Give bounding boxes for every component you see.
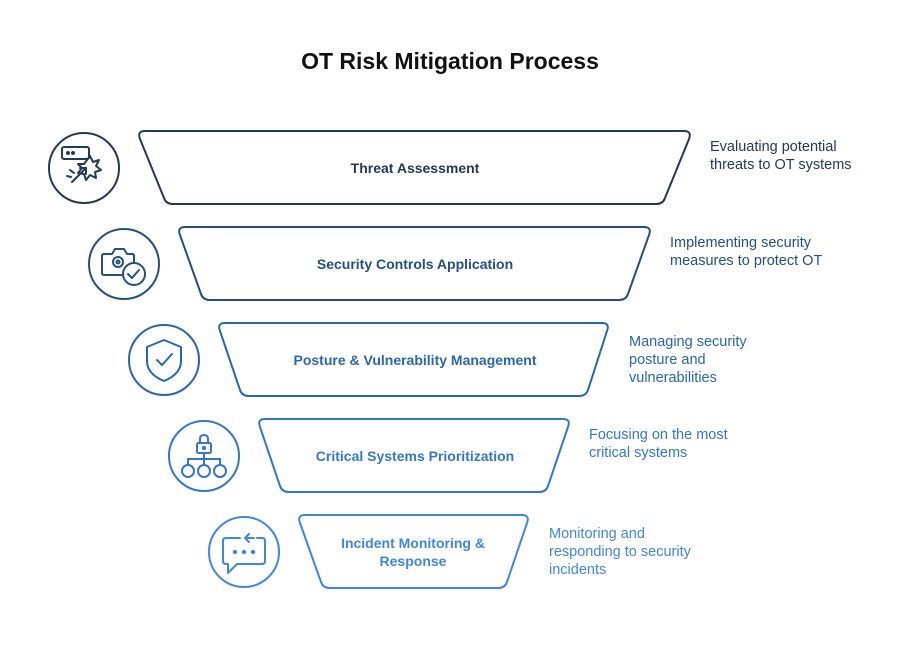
funnel-level-shape bbox=[178, 226, 651, 301]
network-threat-icon bbox=[61, 146, 102, 183]
diagram-title: OT Risk Mitigation Process bbox=[301, 48, 599, 74]
level-description: Managing security posture and vulnerabil… bbox=[629, 334, 747, 386]
funnel-level-label: Critical Systems Prioritization bbox=[316, 448, 514, 464]
funnel-level-4: Critical Systems Prioritization bbox=[168, 418, 570, 493]
funnel-level-shape bbox=[218, 322, 609, 397]
camera-check-icon bbox=[101, 248, 146, 286]
shield-check-icon-circle bbox=[128, 324, 200, 396]
funnel-level-label: Security Controls Application bbox=[317, 256, 513, 272]
funnel-level-1: Threat Assessment bbox=[48, 130, 691, 205]
chat-refresh-icon bbox=[222, 533, 266, 574]
funnel-level-label: Posture & Vulnerability Management bbox=[294, 352, 537, 368]
funnel-level-5: Incident Monitoring &Response bbox=[208, 514, 529, 589]
hierarchy-lock-icon-circle bbox=[168, 420, 240, 492]
funnel-level-label: Incident Monitoring &Response bbox=[341, 535, 485, 569]
level-description: Focusing on the most critical systems bbox=[589, 427, 728, 461]
funnel-level-shape bbox=[258, 418, 570, 493]
camera-check-icon-circle bbox=[88, 228, 160, 300]
level-description: Monitoring and responding to security in… bbox=[549, 526, 691, 578]
network-threat-icon-circle bbox=[48, 132, 120, 204]
funnel-level-label: Threat Assessment bbox=[351, 160, 480, 176]
funnel-level-shape bbox=[138, 130, 691, 205]
funnel-level-shape bbox=[298, 514, 529, 589]
funnel-level-2: Security Controls Application bbox=[88, 226, 651, 301]
level-description: Implementing security measures to protec… bbox=[670, 235, 823, 269]
chat-refresh-icon-circle bbox=[208, 516, 280, 588]
hierarchy-lock-icon bbox=[181, 434, 227, 478]
level-description: Evaluating potential threats to OT syste… bbox=[710, 139, 852, 173]
shield-check-icon bbox=[146, 339, 182, 382]
funnel-level-3: Posture & Vulnerability Management bbox=[128, 322, 609, 397]
